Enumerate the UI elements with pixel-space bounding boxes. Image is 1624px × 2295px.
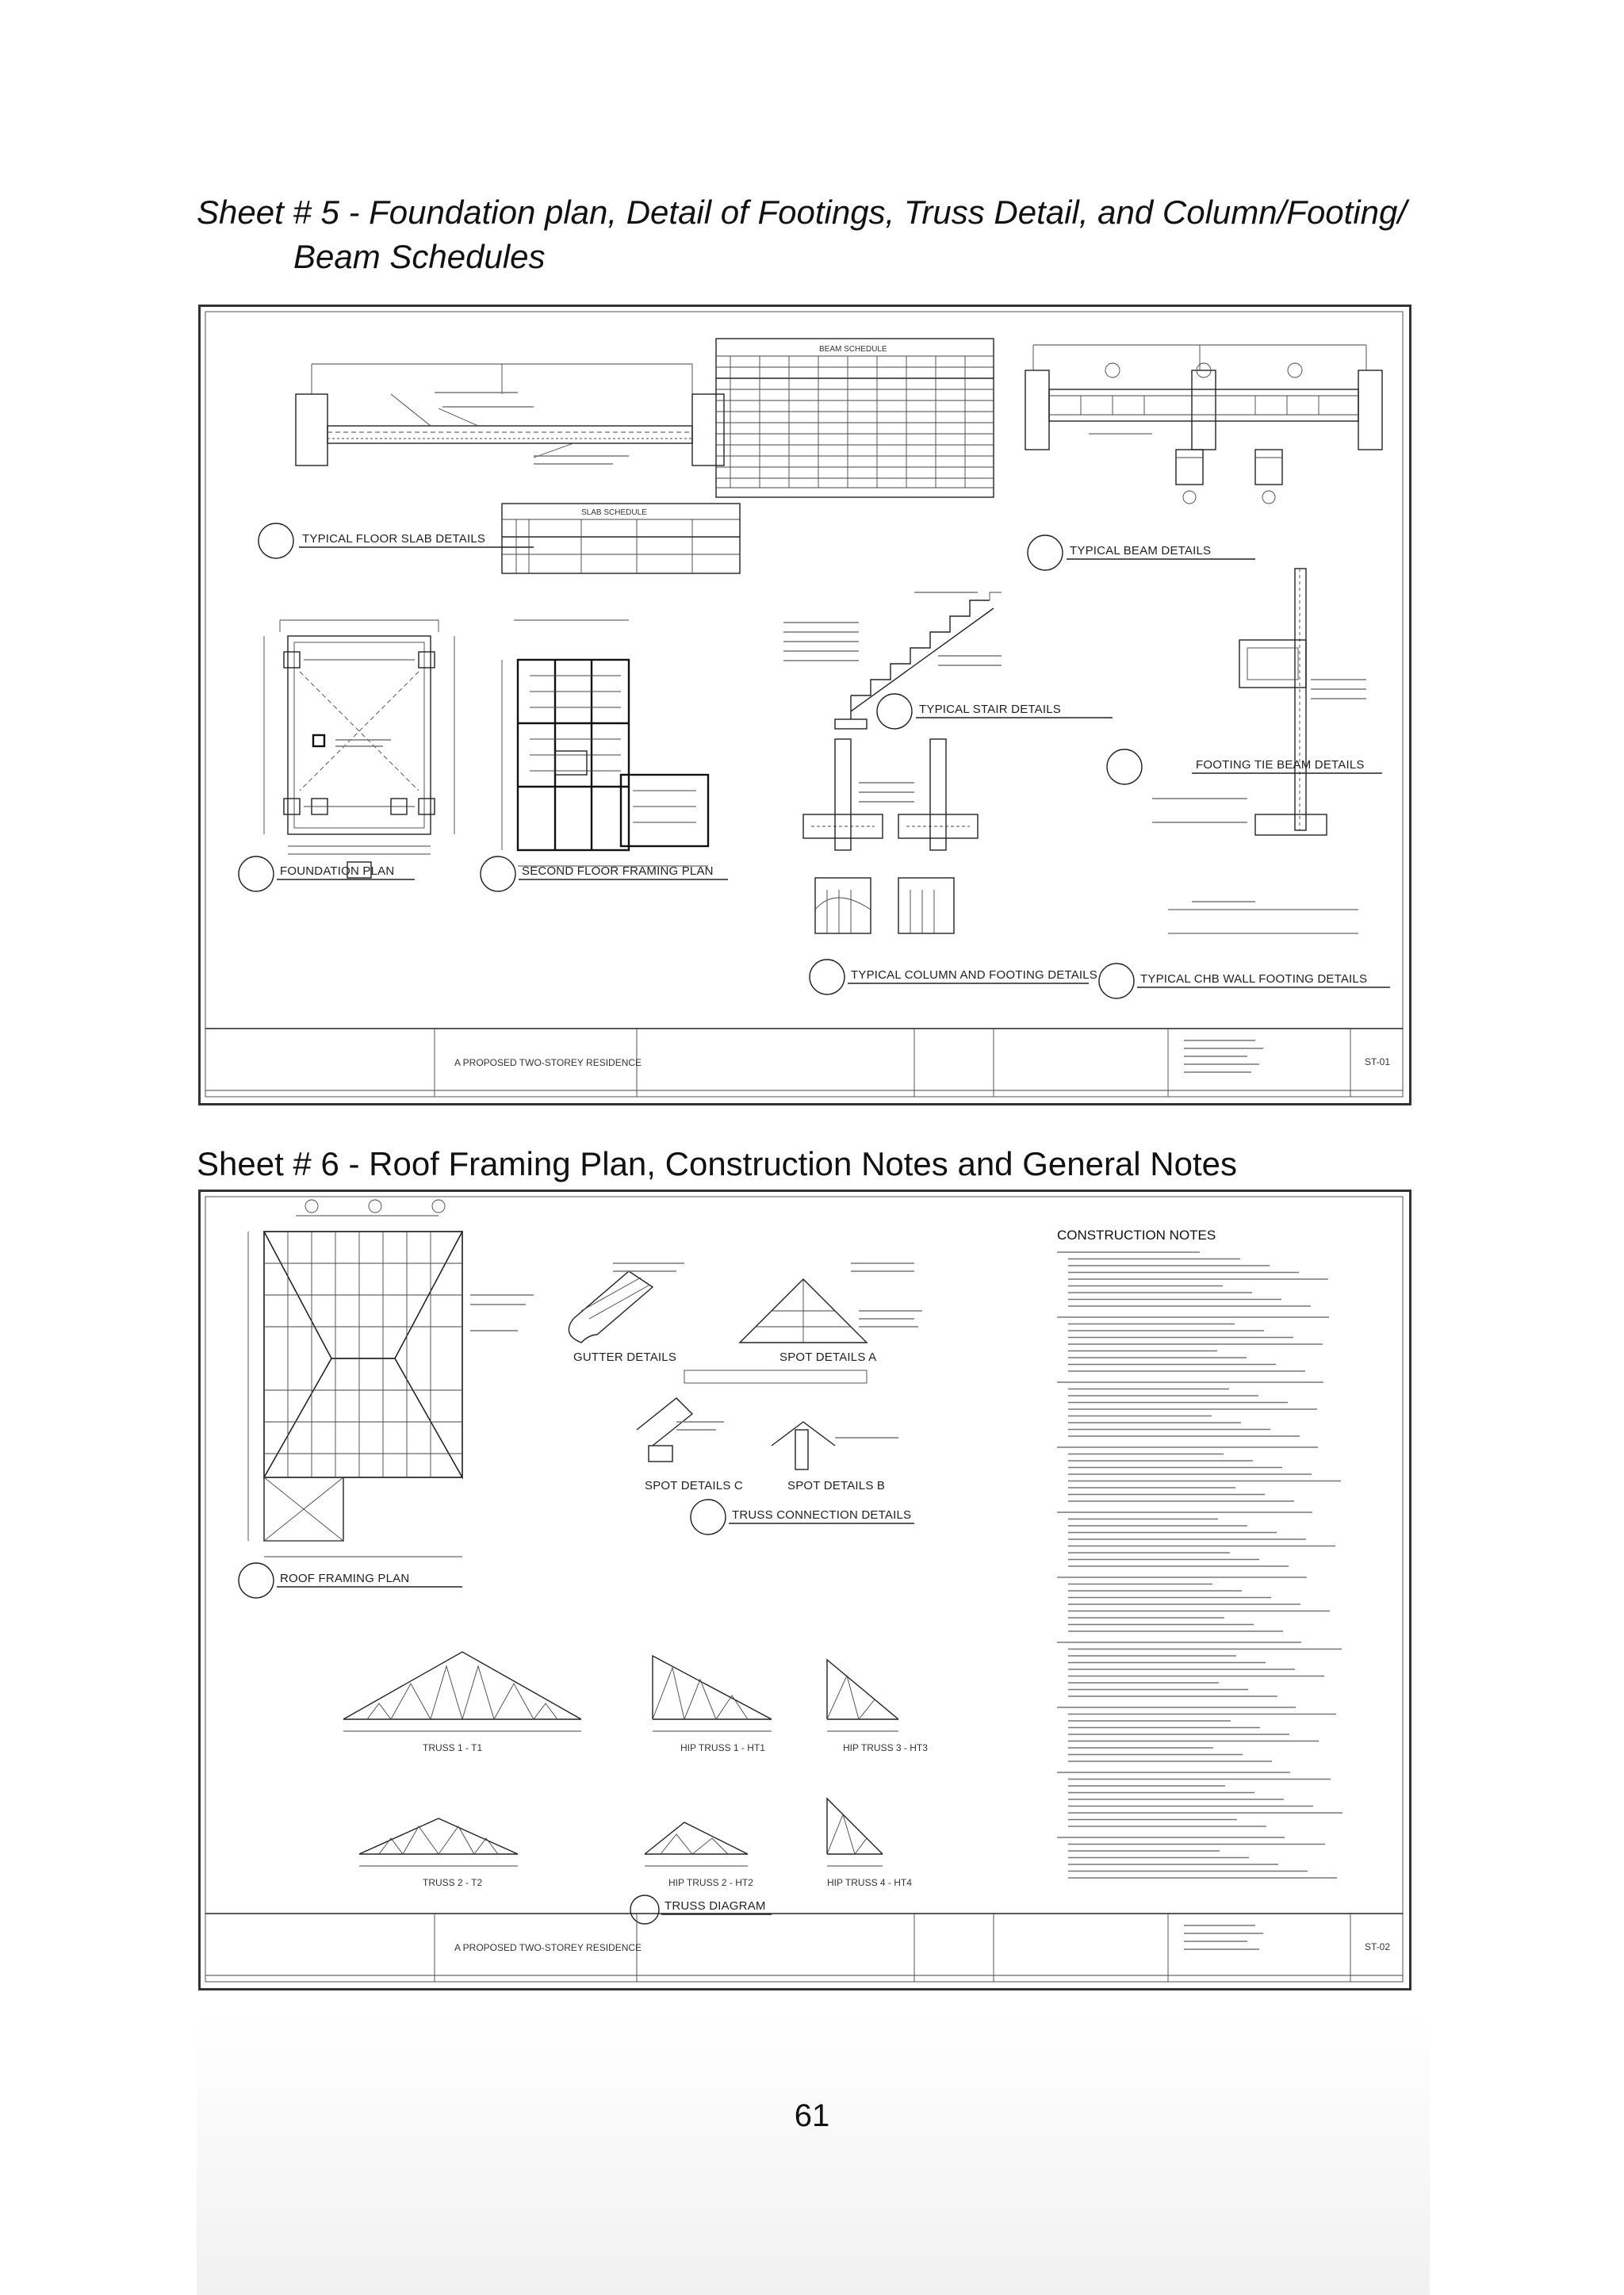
truss-connection-details-title: TRUSS CONNECTION DETAILS — [732, 1508, 911, 1522]
roof-framing-plan-drawing: ROOF FRAMING PLAN — [238, 1199, 534, 1599]
typical-chb-wall-footing-details-title: TYPICAL CHB WALL FOOTING DETAILS — [1140, 972, 1367, 986]
sheet5-title-block: A PROPOSED TWO-STOREY RESIDENCE ST-01 — [205, 1028, 1403, 1097]
spot-details-c-drawing: SPOT DETAILS C — [636, 1397, 743, 1492]
construction-notes-block: CONSTRUCTION NOTES — [1057, 1228, 1342, 1879]
truss-1-label: TRUSS 1 - T1 — [423, 1742, 482, 1753]
sheet6-caption: Sheet # 6 - Roof Framing Plan, Construct… — [197, 1145, 1238, 1182]
sheet5-caption-line2: Beam Schedules — [293, 238, 546, 275]
page-bottom-shade — [197, 2014, 1430, 2295]
truss-diagram-title: TRUSS DIAGRAM — [665, 1899, 766, 1913]
gutter-details-title: GUTTER DETAILS — [573, 1351, 676, 1364]
typical-stair-detail-drawing: TYPICAL STAIR DETAILS — [783, 592, 1113, 730]
typical-column-footing-details-title: TYPICAL COLUMN AND FOOTING DETAILS — [851, 968, 1097, 982]
hip-truss-3-label: HIP TRUSS 3 - HT3 — [843, 1742, 928, 1753]
second-floor-framing-plan-drawing: SECOND FLOOR FRAMING PLAN — [480, 619, 728, 892]
spot-details-b-drawing: SPOT DETAILS B — [771, 1421, 898, 1492]
hip-truss-4-label: HIP TRUSS 4 - HT4 — [827, 1877, 912, 1888]
spot-details-a-title: SPOT DETAILS A — [779, 1351, 876, 1364]
truss-1-drawing: TRUSS 1 - T1 — [343, 1651, 582, 1753]
foundation-plan-title: FOUNDATION PLAN — [280, 864, 394, 878]
floor-slab-detail-drawing: TYPICAL FLOOR SLAB DETAILS — [258, 363, 725, 559]
truss-connection-details-label: TRUSS CONNECTION DETAILS — [690, 1499, 914, 1535]
slab-schedule-title: SLAB SCHEDULE — [581, 508, 647, 517]
hip-truss-3-drawing: HIP TRUSS 3 - HT3 — [826, 1658, 928, 1753]
gutter-details-drawing: GUTTER DETAILS — [568, 1262, 684, 1364]
second-floor-framing-plan-title: SECOND FLOOR FRAMING PLAN — [522, 864, 714, 878]
sheet5-caption-line1: Sheet # 5 - Foundation plan, Detail of F… — [197, 193, 1408, 231]
truss-2-drawing: TRUSS 2 - T2 — [358, 1818, 519, 1888]
sheet5-caption: Sheet # 5 - Foundation plan, Detail of F… — [197, 190, 1545, 279]
sheet6-project-title: A PROPOSED TWO-STOREY RESIDENCE — [454, 1942, 642, 1953]
typical-beam-detail-drawing: TYPICAL BEAM DETAILS — [1025, 344, 1383, 571]
sheet6-title-block: A PROPOSED TWO-STOREY RESIDENCE ST-02 — [205, 1913, 1403, 1982]
spot-details-b-title: SPOT DETAILS B — [787, 1479, 885, 1492]
hip-truss-2-drawing: HIP TRUSS 2 - HT2 TRUSS DIAGRAM — [630, 1822, 772, 1925]
beam-schedule-table: BEAM SCHEDULE — [715, 338, 994, 498]
slab-schedule-table: SLAB SCHEDULE — [501, 503, 741, 574]
chb-wall-footing-detail-drawing: TYPICAL CHB WALL FOOTING DETAILS — [1098, 901, 1390, 999]
footing-tie-beam-detail-drawing: FOOTING TIE BEAM DETAILS — [1106, 568, 1382, 836]
typical-stair-details-title: TYPICAL STAIR DETAILS — [919, 703, 1061, 716]
hip-truss-1-label: HIP TRUSS 1 - HT1 — [680, 1742, 765, 1753]
typical-floor-slab-details-title: TYPICAL FLOOR SLAB DETAILS — [302, 532, 485, 546]
truss-2-label: TRUSS 2 - T2 — [423, 1877, 482, 1888]
hip-truss-4-drawing: HIP TRUSS 4 - HT4 — [826, 1797, 912, 1888]
footing-tie-beam-details-title: FOOTING TIE BEAM DETAILS — [1196, 758, 1365, 772]
sheet5-sheet-number: ST-01 — [1365, 1056, 1390, 1067]
roof-framing-plan-title: ROOF FRAMING PLAN — [280, 1572, 409, 1585]
beam-schedule-title: BEAM SCHEDULE — [819, 345, 887, 354]
sheet5-drawing: TYPICAL FLOOR SLAB DETAILS BEAM SCHEDULE… — [198, 305, 1411, 1105]
spot-details-a-drawing: SPOT DETAILS A — [684, 1262, 922, 1384]
typical-column-footing-detail-drawing: TYPICAL COLUMN AND FOOTING DETAILS — [802, 738, 1097, 995]
sheet6-sheet-number: ST-02 — [1365, 1941, 1390, 1952]
construction-notes-title: CONSTRUCTION NOTES — [1057, 1228, 1216, 1243]
page-number: 61 — [794, 2098, 830, 2133]
foundation-plan-drawing: FOUNDATION PLAN — [238, 619, 455, 892]
hip-truss-2-label: HIP TRUSS 2 - HT2 — [668, 1877, 753, 1888]
sheet5-project-title: A PROPOSED TWO-STOREY RESIDENCE — [454, 1057, 642, 1068]
hip-truss-1-drawing: HIP TRUSS 1 - HT1 — [652, 1654, 772, 1753]
sheet6-drawing: ROOF FRAMING PLAN GUTTER DETAILS SPOT DE… — [198, 1190, 1411, 1990]
spot-details-c-title: SPOT DETAILS C — [645, 1479, 743, 1492]
typical-beam-details-title: TYPICAL BEAM DETAILS — [1070, 544, 1211, 557]
